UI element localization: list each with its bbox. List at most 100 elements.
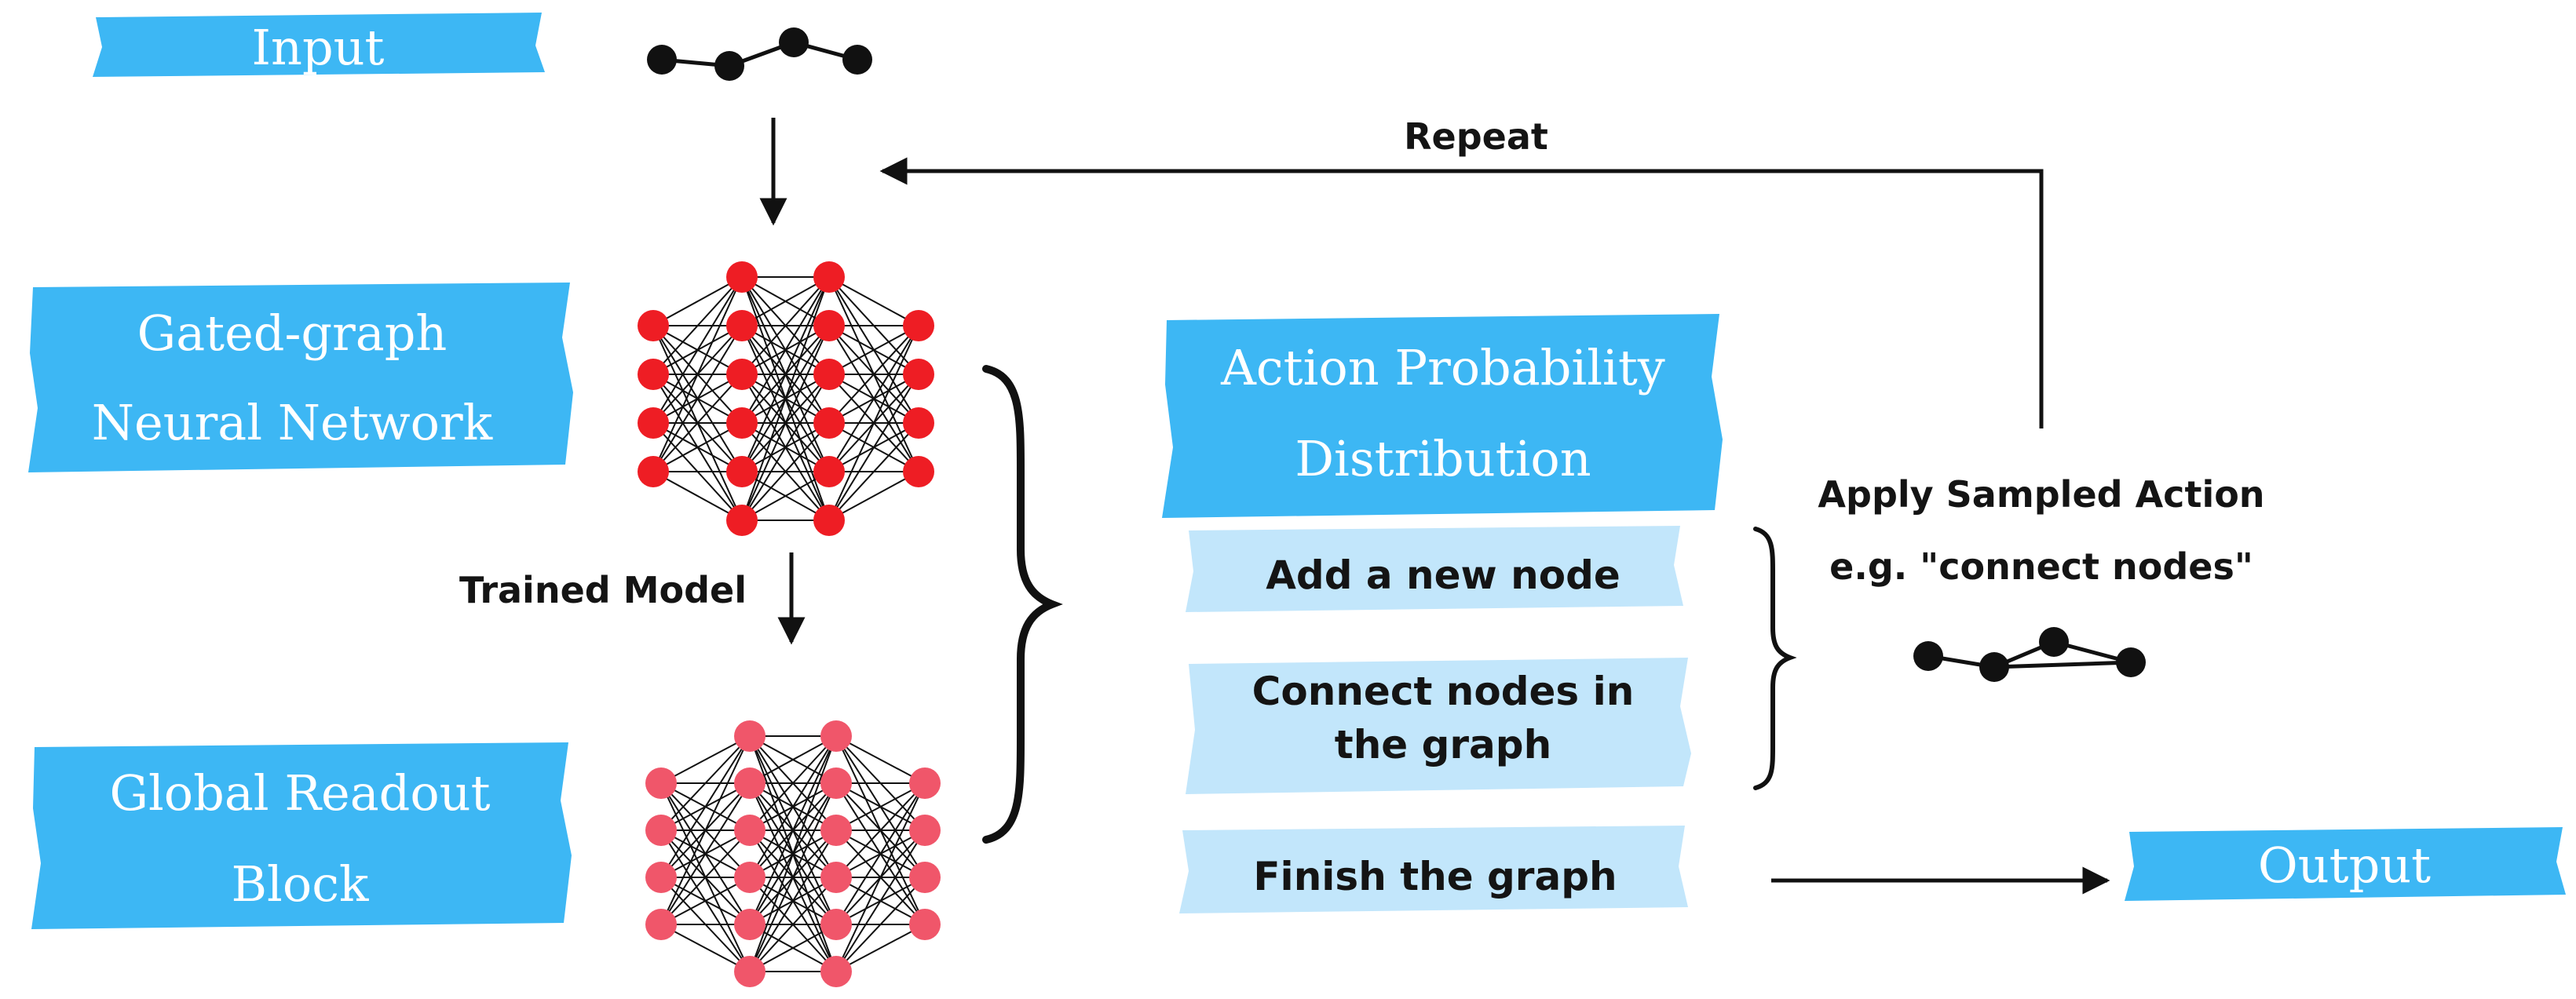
readout-edge: [749, 829, 837, 972]
input-graph-node: [647, 45, 677, 75]
readout-node: [909, 815, 941, 846]
apply-sampled-action-line2: e.g. "connect nodes": [1829, 545, 2253, 588]
ggnn-node: [903, 456, 934, 487]
readout-node: [734, 909, 765, 940]
ggnn-edge: [828, 325, 919, 424]
readout-edge: [660, 735, 751, 784]
ggnn-node: [813, 407, 845, 439]
readout-node: [820, 956, 852, 987]
ggnn-node: [638, 407, 669, 439]
readout-edge: [835, 924, 926, 972]
readout-node: [734, 862, 765, 893]
global-readout-line2: Block: [231, 855, 368, 913]
output-banner: [2125, 827, 2566, 901]
readout-node: [734, 956, 765, 987]
readout-node: [734, 720, 765, 752]
ggnn-node: [638, 456, 669, 487]
ggnn-edge: [741, 471, 830, 521]
action-connect-nodes-line2: the graph: [1335, 722, 1551, 767]
ggnn-edge: [741, 276, 830, 375]
input-label: Input: [93, 13, 545, 77]
readout-edge: [835, 782, 926, 878]
trained-model-annotation: Trained Model: [459, 569, 747, 611]
action-probability-banner: [1162, 314, 1723, 518]
ggnn-network: [638, 261, 934, 536]
global-readout-banner: [31, 742, 572, 929]
ggnn-edge: [828, 325, 919, 472]
ggnn-edge: [652, 276, 743, 326]
action-finish-graph-text: Finish the graph: [1253, 854, 1617, 899]
ggnn-node: [726, 505, 758, 536]
sampled-graph-node: [2039, 627, 2069, 657]
readout-edge: [660, 877, 751, 925]
readout-edge: [660, 924, 751, 972]
ggnn-edge: [741, 276, 830, 424]
ggnn-edge: [652, 374, 743, 472]
sampled-graph-new-edge: [1993, 660, 2132, 669]
readout-node: [645, 909, 677, 940]
ggnn-node: [903, 310, 934, 341]
ggnn-node: [813, 359, 845, 390]
ggnn-edge: [652, 276, 743, 375]
action-connect-nodes-line1: Connect nodes in: [1252, 669, 1635, 714]
gated-graph-nn-line2: Neural Network: [92, 394, 493, 451]
global-readout-line1: Global Readout: [109, 764, 490, 822]
readout-edge: [749, 735, 837, 831]
ggnn-edge: [741, 325, 830, 521]
readout-network: [645, 720, 941, 987]
ggnn-node: [726, 310, 758, 341]
output-label-text: Output: [2258, 837, 2431, 894]
readout-node: [734, 815, 765, 846]
sampled-graph-node: [2116, 647, 2146, 677]
input-graph-node: [779, 27, 809, 57]
gated-graph-nn-line1: Gated-graph: [137, 304, 448, 362]
global-readout-label: Global Readout Block: [31, 742, 572, 929]
readout-edge: [835, 735, 926, 784]
readout-edge: [749, 735, 837, 878]
ggnn-node: [638, 359, 669, 390]
readout-edge: [660, 735, 751, 878]
readout-edge: [835, 829, 926, 972]
ggnn-node: [903, 407, 934, 439]
action-add-node-text: Add a new node: [1266, 552, 1621, 598]
ggnn-node: [903, 359, 934, 390]
readout-edge: [660, 735, 751, 925]
ggnn-node: [726, 261, 758, 293]
repeat-loop-arrow: [879, 157, 2044, 428]
ggnn-edge: [828, 471, 919, 521]
gated-graph-nn-label: Gated-graph Neural Network: [28, 283, 573, 472]
sampled-action-graph: [1913, 627, 2146, 682]
ggnn-edge: [828, 374, 919, 521]
networks-curly-brace: [982, 365, 1063, 844]
ggnn-node: [813, 456, 845, 487]
readout-edge: [835, 877, 926, 972]
actions-curly-brace: [1753, 527, 1797, 790]
ggnn-edge: [828, 276, 919, 326]
readout-edge: [749, 735, 837, 784]
readout-edge: [835, 782, 926, 972]
action-probability-line2: Distribution: [1295, 430, 1591, 487]
ggnn-node: [726, 456, 758, 487]
ggnn-node: [813, 505, 845, 536]
sampled-graph-node: [1979, 652, 2009, 682]
ggnn-edge: [828, 325, 919, 521]
readout-edge: [835, 782, 926, 925]
readout-node: [734, 767, 765, 799]
readout-edge: [749, 735, 837, 972]
output-label: Output: [2125, 827, 2566, 901]
apply-sampled-action-line1: Apply Sampled Action: [1818, 473, 2264, 516]
input-graph-node: [714, 51, 744, 81]
readout-node: [645, 862, 677, 893]
readout-edge: [749, 924, 837, 972]
action-probability-label: Action Probability Distribution: [1162, 314, 1723, 518]
ggnn-edge: [741, 276, 830, 521]
readout-node: [820, 767, 852, 799]
ggnn-edge: [741, 276, 830, 472]
input-graph: [647, 27, 872, 81]
readout-node: [820, 720, 852, 752]
input-label-text: Input: [252, 19, 385, 76]
readout-node: [820, 909, 852, 940]
readout-edge: [749, 735, 837, 925]
ggnn-edge: [741, 422, 830, 521]
readout-edge: [660, 782, 751, 925]
